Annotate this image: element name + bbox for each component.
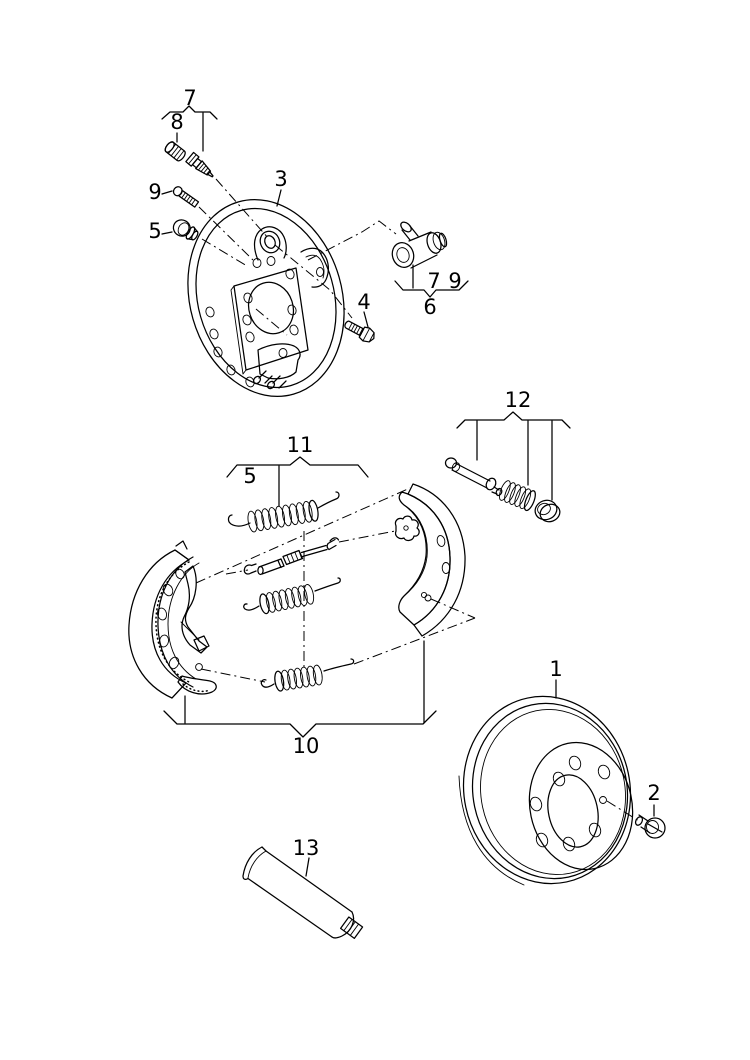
retainer-cup — [532, 497, 562, 524]
callout-9-cylinder[interactable]: 9 — [448, 269, 461, 293]
lower-return-spring — [261, 659, 353, 692]
wheel-cylinder — [389, 220, 448, 270]
callout-13[interactable]: 13 — [293, 836, 320, 860]
bleeder-screw — [172, 185, 200, 208]
bracket-item-11 — [227, 457, 368, 477]
bracket-item-6 — [395, 281, 468, 297]
bracket-item-7 — [162, 106, 217, 119]
backing-plate — [165, 181, 366, 415]
bracket-item-10 — [164, 711, 436, 737]
callout-1[interactable]: 1 — [549, 657, 562, 681]
brake-drum — [446, 681, 647, 899]
leader-lines — [162, 113, 654, 876]
cap-nut — [170, 217, 200, 244]
bracket-item-12 — [457, 412, 570, 428]
callout-6[interactable]: 6 — [423, 295, 436, 319]
bleeder-cap — [163, 140, 186, 162]
right-brake-shoe — [395, 484, 465, 636]
callout-5-top[interactable]: 5 — [148, 219, 161, 243]
callout-8[interactable]: 8 — [170, 110, 183, 134]
callout-5-springs[interactable]: 5 — [243, 464, 256, 488]
callout-10[interactable]: 10 — [293, 734, 320, 758]
bleeder-valve — [186, 152, 217, 180]
callout-11[interactable]: 11 — [287, 433, 314, 457]
retainer-spring — [497, 479, 537, 512]
callout-4[interactable]: 4 — [357, 290, 370, 314]
retainer-pin — [446, 458, 503, 496]
grease-tube — [243, 847, 363, 938]
left-brake-shoe — [129, 541, 216, 698]
callout-labels: 7 8 9 5 3 4 7 9 6 12 11 5 10 1 2 13 — [148, 86, 660, 860]
callout-7-cylinder[interactable]: 7 — [427, 269, 440, 293]
callout-2[interactable]: 2 — [647, 781, 660, 805]
callout-12[interactable]: 12 — [505, 388, 532, 412]
group-brackets — [162, 106, 570, 737]
drum-screw — [634, 815, 665, 838]
callout-3[interactable]: 3 — [274, 167, 287, 191]
callout-7-top[interactable]: 7 — [183, 86, 196, 110]
callout-9-top[interactable]: 9 — [148, 180, 161, 204]
adjuster-bar — [244, 538, 338, 575]
plate-bolt — [342, 317, 377, 345]
upper-return-spring — [228, 492, 339, 533]
middle-return-spring — [244, 578, 341, 614]
assembly-axis-lines — [196, 179, 639, 821]
